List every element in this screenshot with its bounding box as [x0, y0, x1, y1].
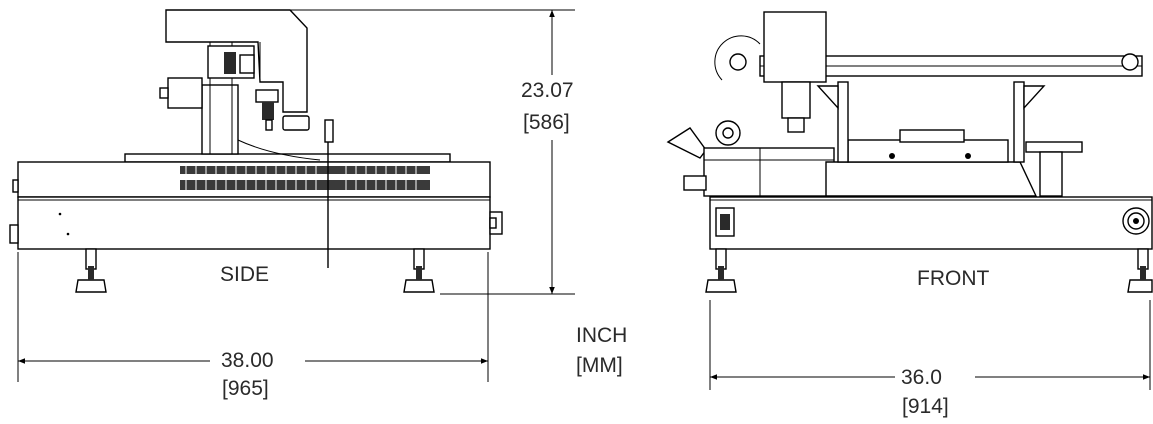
- unit-primary-label: INCH: [576, 324, 628, 347]
- front-width-inch-label: 36.0: [898, 367, 945, 388]
- front-width-mm-label: [914]: [902, 395, 949, 418]
- front-view-machine: [666, 11, 1153, 293]
- side-height-inch-label: 23.07: [518, 80, 577, 101]
- side-width-mm-label: [965]: [222, 377, 269, 400]
- side-view-label: SIDE: [220, 263, 270, 286]
- side-height-dimension: [290, 9, 575, 295]
- side-view-machine: [9, 9, 503, 293]
- front-width-dimension: [709, 300, 1151, 390]
- side-width-dimension: [17, 252, 489, 382]
- unit-secondary-label: [MM]: [576, 354, 623, 377]
- side-height-mm-label: [586]: [520, 112, 573, 133]
- front-view-label: FRONT: [917, 267, 990, 290]
- side-width-inch-label: 38.00: [218, 350, 277, 371]
